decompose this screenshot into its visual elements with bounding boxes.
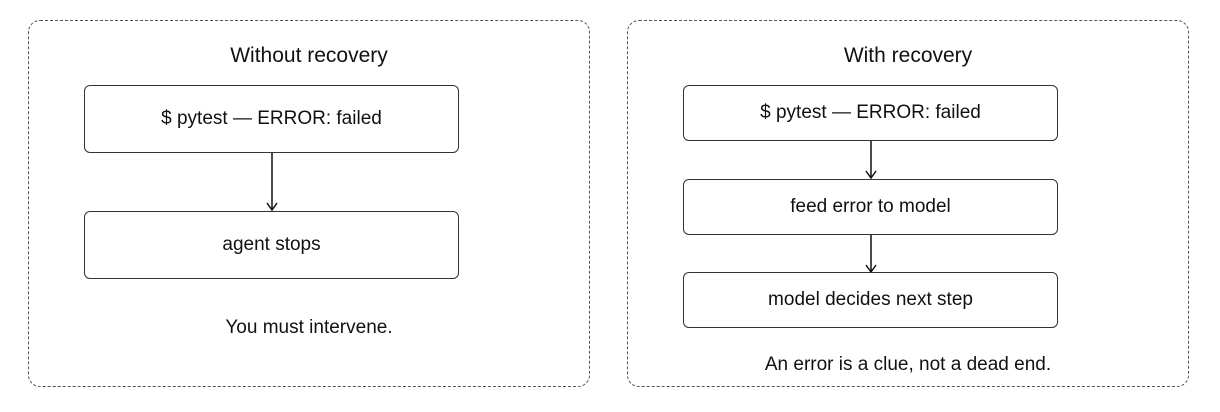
arrow-down-icon: [865, 141, 877, 180]
panel-title: With recovery: [843, 44, 973, 67]
panel-caption: You must intervene.: [225, 317, 393, 338]
panel-title: Without recovery: [230, 44, 388, 67]
step-box-pytest-error: $ pytest — ERROR: failed: [683, 85, 1058, 141]
arrow-down-icon: [865, 235, 877, 274]
step-box-feed-error: feed error to model: [683, 179, 1058, 235]
arrow-down-icon: [266, 153, 278, 212]
panel-with-recovery: With recovery $ pytest — ERROR: failed f…: [627, 20, 1189, 387]
panel-caption: An error is a clue, not a dead end.: [764, 354, 1052, 375]
step-box-agent-stops: agent stops: [84, 211, 459, 279]
panel-without-recovery: Without recovery $ pytest — ERROR: faile…: [28, 20, 590, 387]
step-box-model-decides: model decides next step: [683, 272, 1058, 328]
step-box-pytest-error: $ pytest — ERROR: failed: [84, 85, 459, 153]
